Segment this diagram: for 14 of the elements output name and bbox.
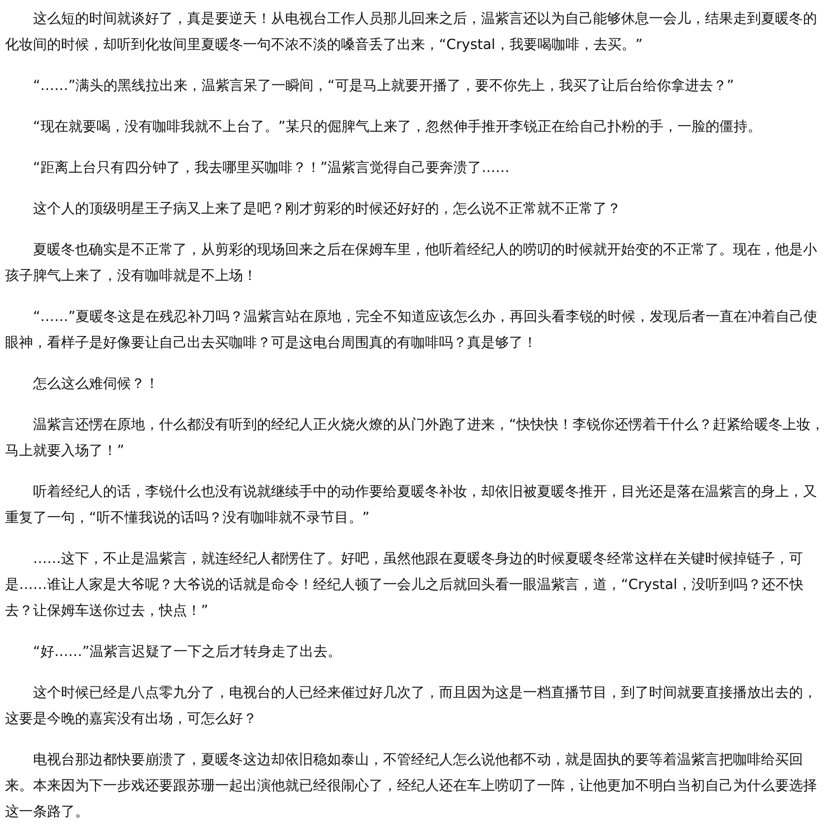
paragraph: 电视台那边都快要崩溃了，夏暖冬这边却依旧稳如泰山，不管经纪人怎么说他都不动，就是固执的要等着温紫言把咖啡给买回来。本来因为下一步戏还要跟苏珊一起出演他就已经很闹心了，经纪人还在车上唠叨了一阵，让他更加不明白当初自己为什么要选择这一条路了。	[5, 751, 818, 822]
paragraph: 这个人的顶级明星王子病又上来了是吧？刚才剪彩的时候还好好的，怎么说不正常就不正常了？	[32, 200, 622, 219]
paragraph: “现在就要喝，没有咖啡我就不上台了。”某只的倔脾气上来了，忽然伸手推开李锐正在给自己扑粉的手，一脸的僵持。	[32, 118, 763, 137]
paragraph: “好……”温紫言迟疑了一下之后才转身走了出去。	[32, 643, 343, 662]
paragraph: 听着经纪人的话，李锐什么也没有说就继续手中的动作要给夏暖冬补妆，却依旧被夏暖冬推开，目光还是落在温紫言的身上，又重复了一句，“听不懂我说的话吗？没有咖啡就不录节目。”	[5, 483, 818, 528]
paragraph: “距离上台只有四分钟了，我去哪里买咖啡？！”温紫言觉得自己要奔溃了……	[32, 159, 511, 178]
paragraph: “……”满头的黑线拉出来，温紫言呆了一瞬间，“可是马上就要开播了，要不你先上，我买了让后台给你拿进去？”	[32, 77, 736, 96]
paragraph: 怎么这么难伺候？！	[32, 375, 160, 394]
paragraph: “……”夏暖冬这是在残忍补刀吗？温紫言站在原地，完全不知道应该怎么办，再回头看李锐的时候，发现后者一直在冲着自己使眼神，看样子是好像要让自己出去买咖啡？可是这电台周围真的有咖啡吗？真是够了！	[5, 308, 819, 353]
paragraph: ……这下，不止是温紫言，就连经纪人都愣住了。好吧，虽然他跟在夏暖冬身边的时候夏暖冬经常这样在关键时候掉链子，可是……谁让人家是大爷呢？大爷说的话就是命令！经纪人顿了一会儿之后就回头看一眼温紫言，道，“Crystal，没听到吗？还不快去？让保姆车送你过去，快点！”	[5, 550, 804, 621]
paragraph: 这么短的时间就谈好了，真是要逆天！从电视台工作人员那儿回来之后，温紫言还以为自己能够休息一会儿，结果走到夏暖冬的化妆间的时候，却听到化妆间里夏暖冬一句不浓不淡的嗓音丢了出来，“Crystal，我要喝咖啡，去买。”	[5, 10, 818, 55]
paragraph: 夏暖冬也确实是不正常了，从剪彩的现场回来之后在保姆车里，他听着经纪人的唠叨的时候就开始变的不正常了。现在，他是小孩子脾气上来了，没有咖啡就是不上场！	[5, 241, 818, 286]
paragraph: 温紫言还愣在原地，什么都没有听到的经纪人正火烧火燎的从门外跑了进来，“快快快！李锐你还愣着干什么？赶紧给暖冬上妆，马上就要入场了！”	[5, 416, 826, 461]
paragraph: 这个时候已经是八点零九分了，电视台的人已经来催过好几次了，而且因为这是一档直播节目，到了时间就要直接播放出去的，这要是今晚的嘉宾没有出场，可怎么好？	[5, 684, 818, 729]
